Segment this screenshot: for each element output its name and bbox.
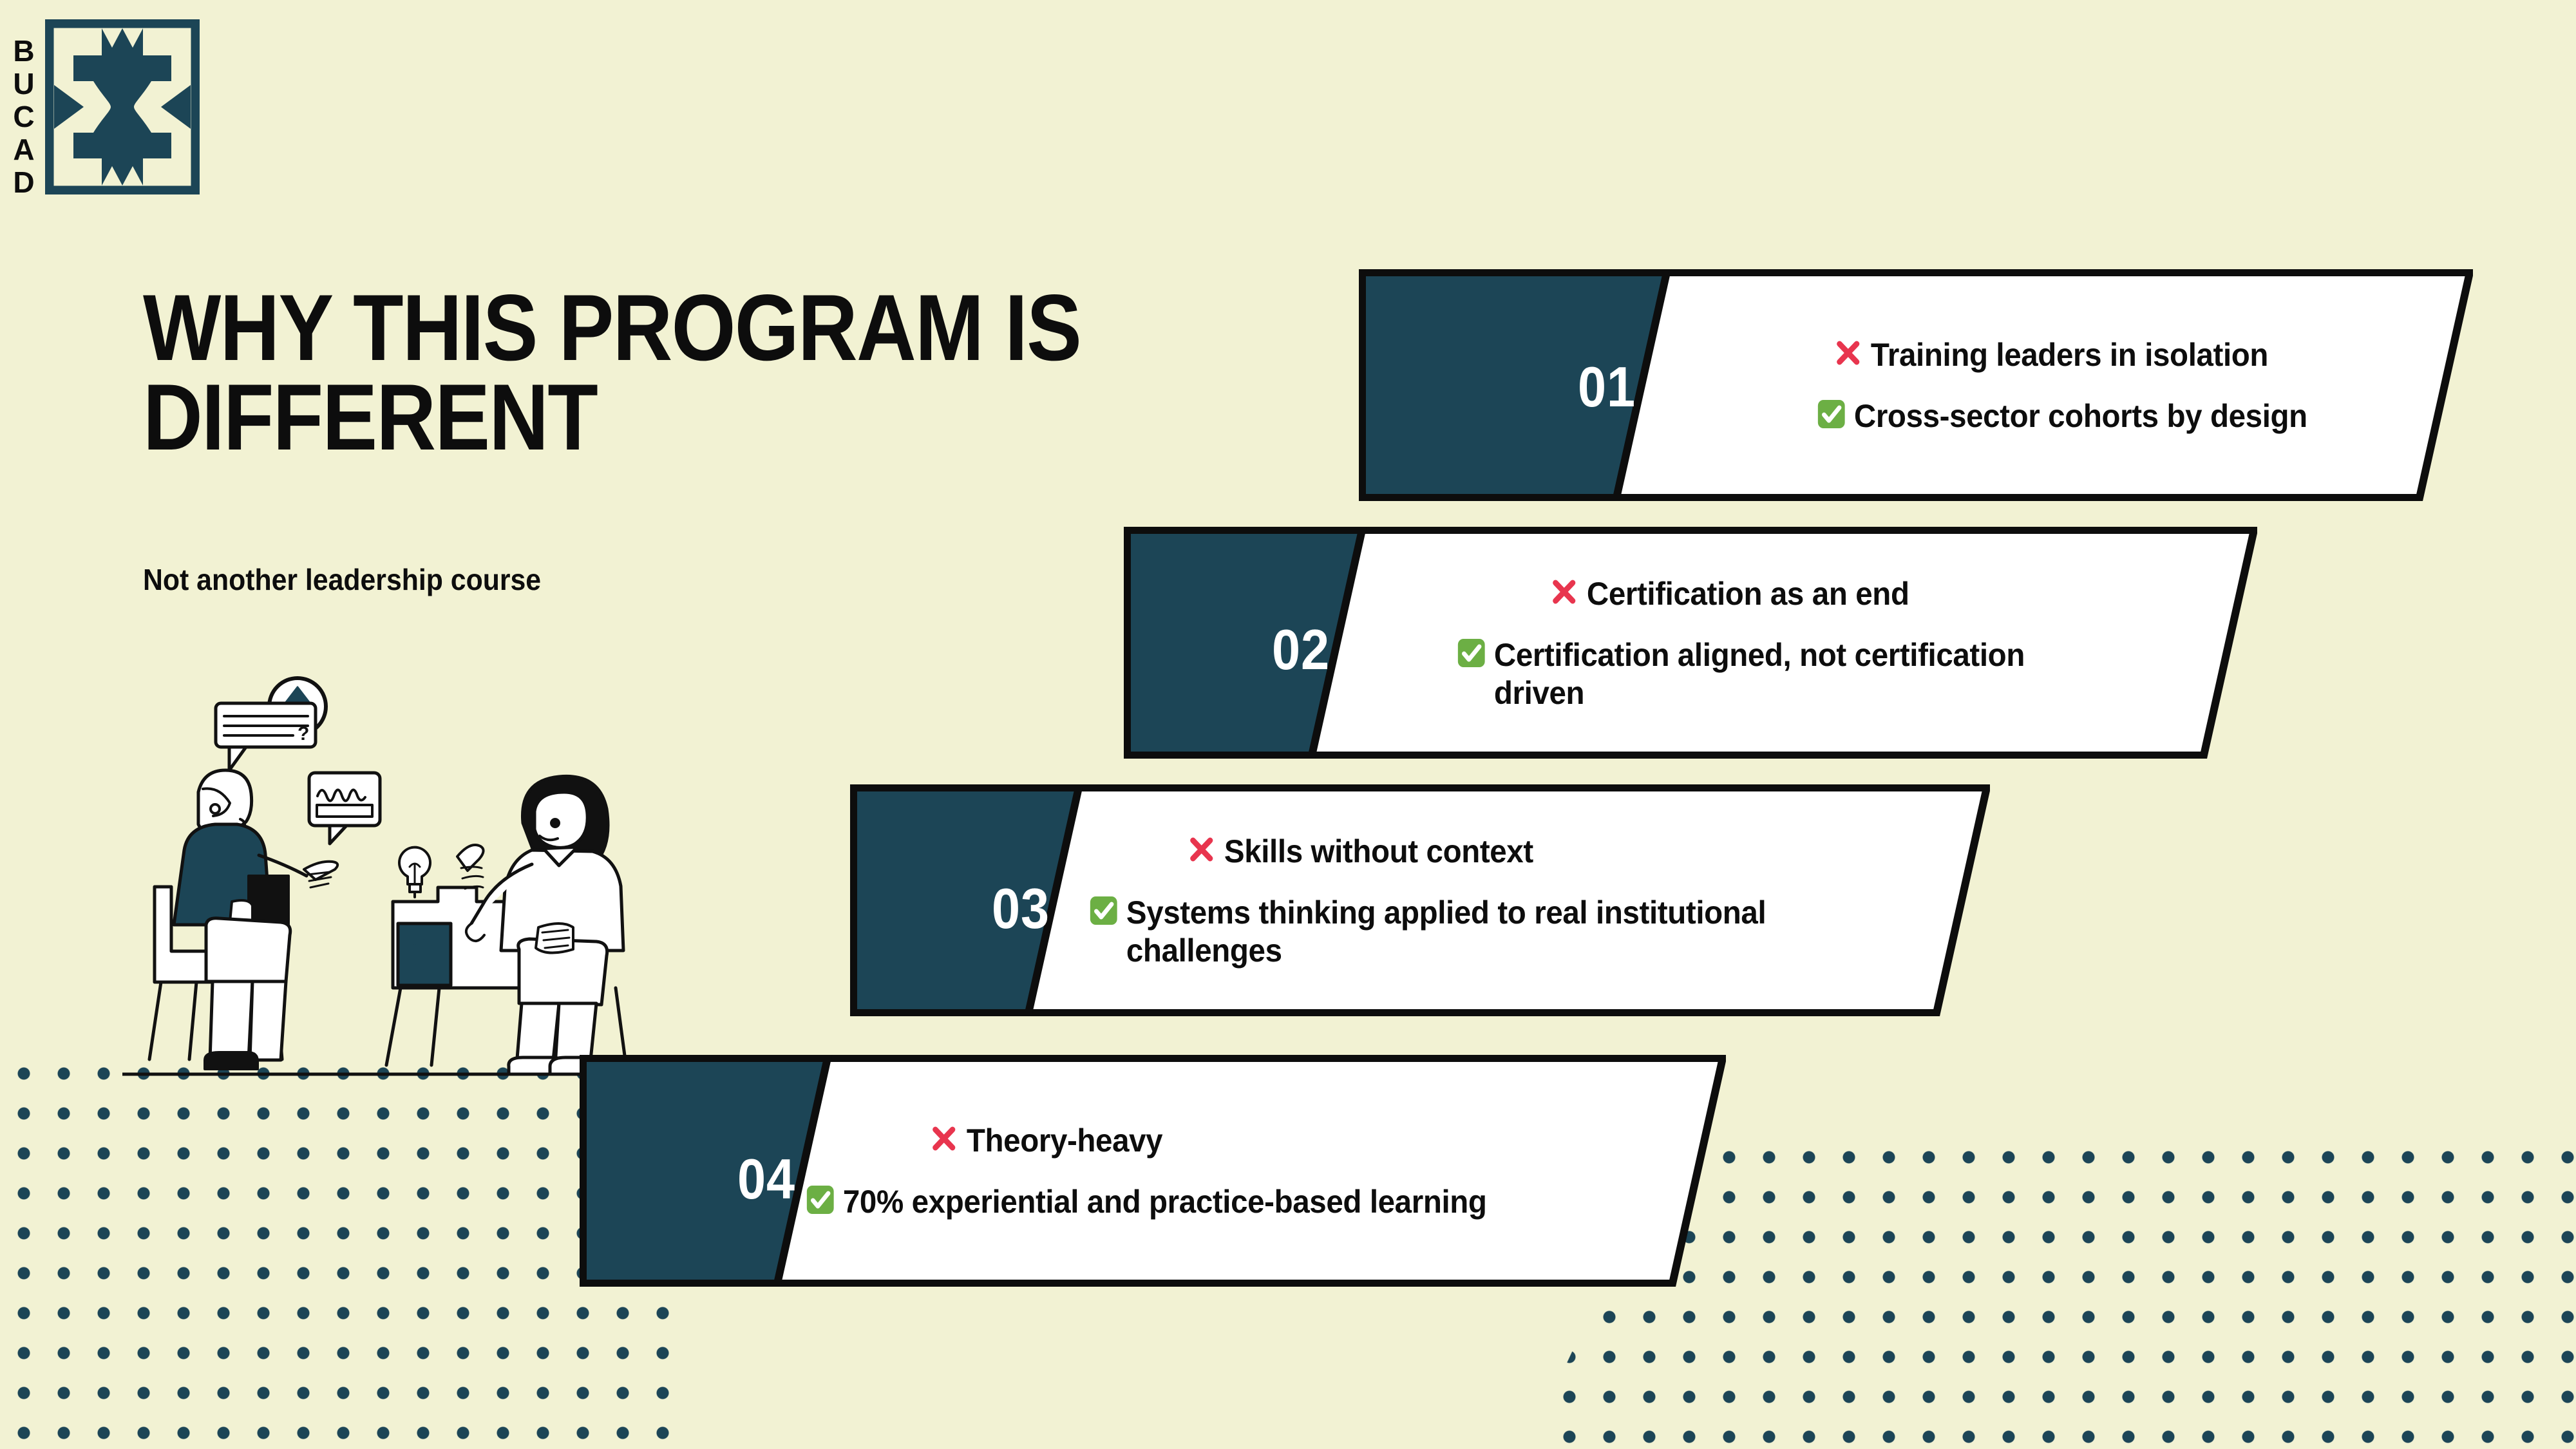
two-people-conversation-illustration: ? bbox=[122, 676, 657, 1108]
lightbulb-icon bbox=[398, 846, 431, 898]
speech-bubble-scribble-icon bbox=[307, 771, 382, 846]
banner-positive-text-02: Certification aligned, not certification… bbox=[1493, 636, 2025, 711]
cross-mark-icon bbox=[1190, 837, 1213, 861]
logo-letter-u: U bbox=[13, 67, 35, 100]
banner-positive-text-04: 70% experiential and practice-based lear… bbox=[842, 1184, 1487, 1220]
logo-letter-d: D bbox=[13, 166, 35, 199]
banner-positive-text-01: Cross-sector cohorts by design bbox=[1853, 398, 2307, 434]
check-mark-icon bbox=[806, 1186, 834, 1214]
logo-letter-b: B bbox=[13, 34, 35, 68]
banner-positive-row-02: Certification aligned, not certification… bbox=[1456, 635, 2119, 712]
banner-negative-row-04: Theory-heavy bbox=[929, 1121, 1570, 1160]
check-mark-icon bbox=[1817, 400, 1845, 428]
cross-mark-icon bbox=[1553, 580, 1576, 603]
banner-negative-row-01: Training leaders in isolation bbox=[1833, 335, 2374, 374]
banner-shape-01 bbox=[1359, 269, 2473, 501]
banner-positive-text-03: Systems thinking applied to real institu… bbox=[1126, 894, 1766, 969]
banner-row-01[interactable]: 01 Training leaders in isolation Cross-s… bbox=[1359, 269, 2473, 501]
banner-shape-03 bbox=[850, 784, 1990, 1016]
banner-row-03[interactable]: 03 Skills without context Systems thinki… bbox=[850, 784, 1990, 1016]
speech-bubble-question-icon: ? bbox=[214, 701, 317, 772]
banner-row-02[interactable]: 02 Certification as an end Certification… bbox=[1124, 527, 2257, 759]
banner-negative-text-01: Training leaders in isolation bbox=[1870, 337, 2269, 373]
banner-positive-row-01: Cross-sector cohorts by design bbox=[1816, 396, 2373, 435]
cross-mark-icon bbox=[933, 1126, 956, 1151]
banner-negative-text-03: Skills without context bbox=[1224, 833, 1533, 869]
banner-number-01: 01 bbox=[1577, 355, 1636, 419]
logo-letter-c: C bbox=[13, 100, 35, 133]
banner-number-04: 04 bbox=[737, 1147, 795, 1211]
logo-letter-a: A bbox=[13, 133, 35, 166]
banner-positive-row-04: 70% experiential and practice-based lear… bbox=[805, 1182, 1564, 1221]
check-mark-icon bbox=[1457, 638, 1485, 667]
banner-shape-02 bbox=[1124, 527, 2257, 759]
page-subtitle: Not another leadership course bbox=[143, 563, 542, 596]
banner-negative-row-03: Skills without context bbox=[1186, 831, 1833, 871]
banner-negative-text-02: Certification as an end bbox=[1586, 575, 1909, 612]
banner-shape-04 bbox=[580, 1055, 1726, 1287]
banner-number-02: 02 bbox=[1271, 618, 1330, 681]
banner-negative-text-04: Theory-heavy bbox=[966, 1122, 1163, 1159]
person-left-seated bbox=[172, 768, 339, 1070]
brand-logo: B U C A D bbox=[0, 18, 206, 205]
cross-mark-icon bbox=[1837, 341, 1860, 365]
svg-text:?: ? bbox=[298, 723, 309, 744]
brand-logo-letters: B U C A D bbox=[5, 36, 43, 200]
banner-row-04[interactable]: 04 Theory-heavy 70% experiential and pra… bbox=[580, 1055, 1726, 1287]
banner-positive-row-03: Systems thinking applied to real institu… bbox=[1088, 893, 1829, 970]
check-mark-icon bbox=[1090, 896, 1117, 925]
bucad-hourglass-mark-icon bbox=[45, 19, 200, 194]
page-title: WHY THIS PROGRAM IS DIFFERENT bbox=[143, 275, 1082, 469]
banner-number-03: 03 bbox=[991, 876, 1050, 940]
banner-negative-row-02: Certification as an end bbox=[1549, 574, 2124, 613]
person-right-seated bbox=[456, 774, 625, 1076]
